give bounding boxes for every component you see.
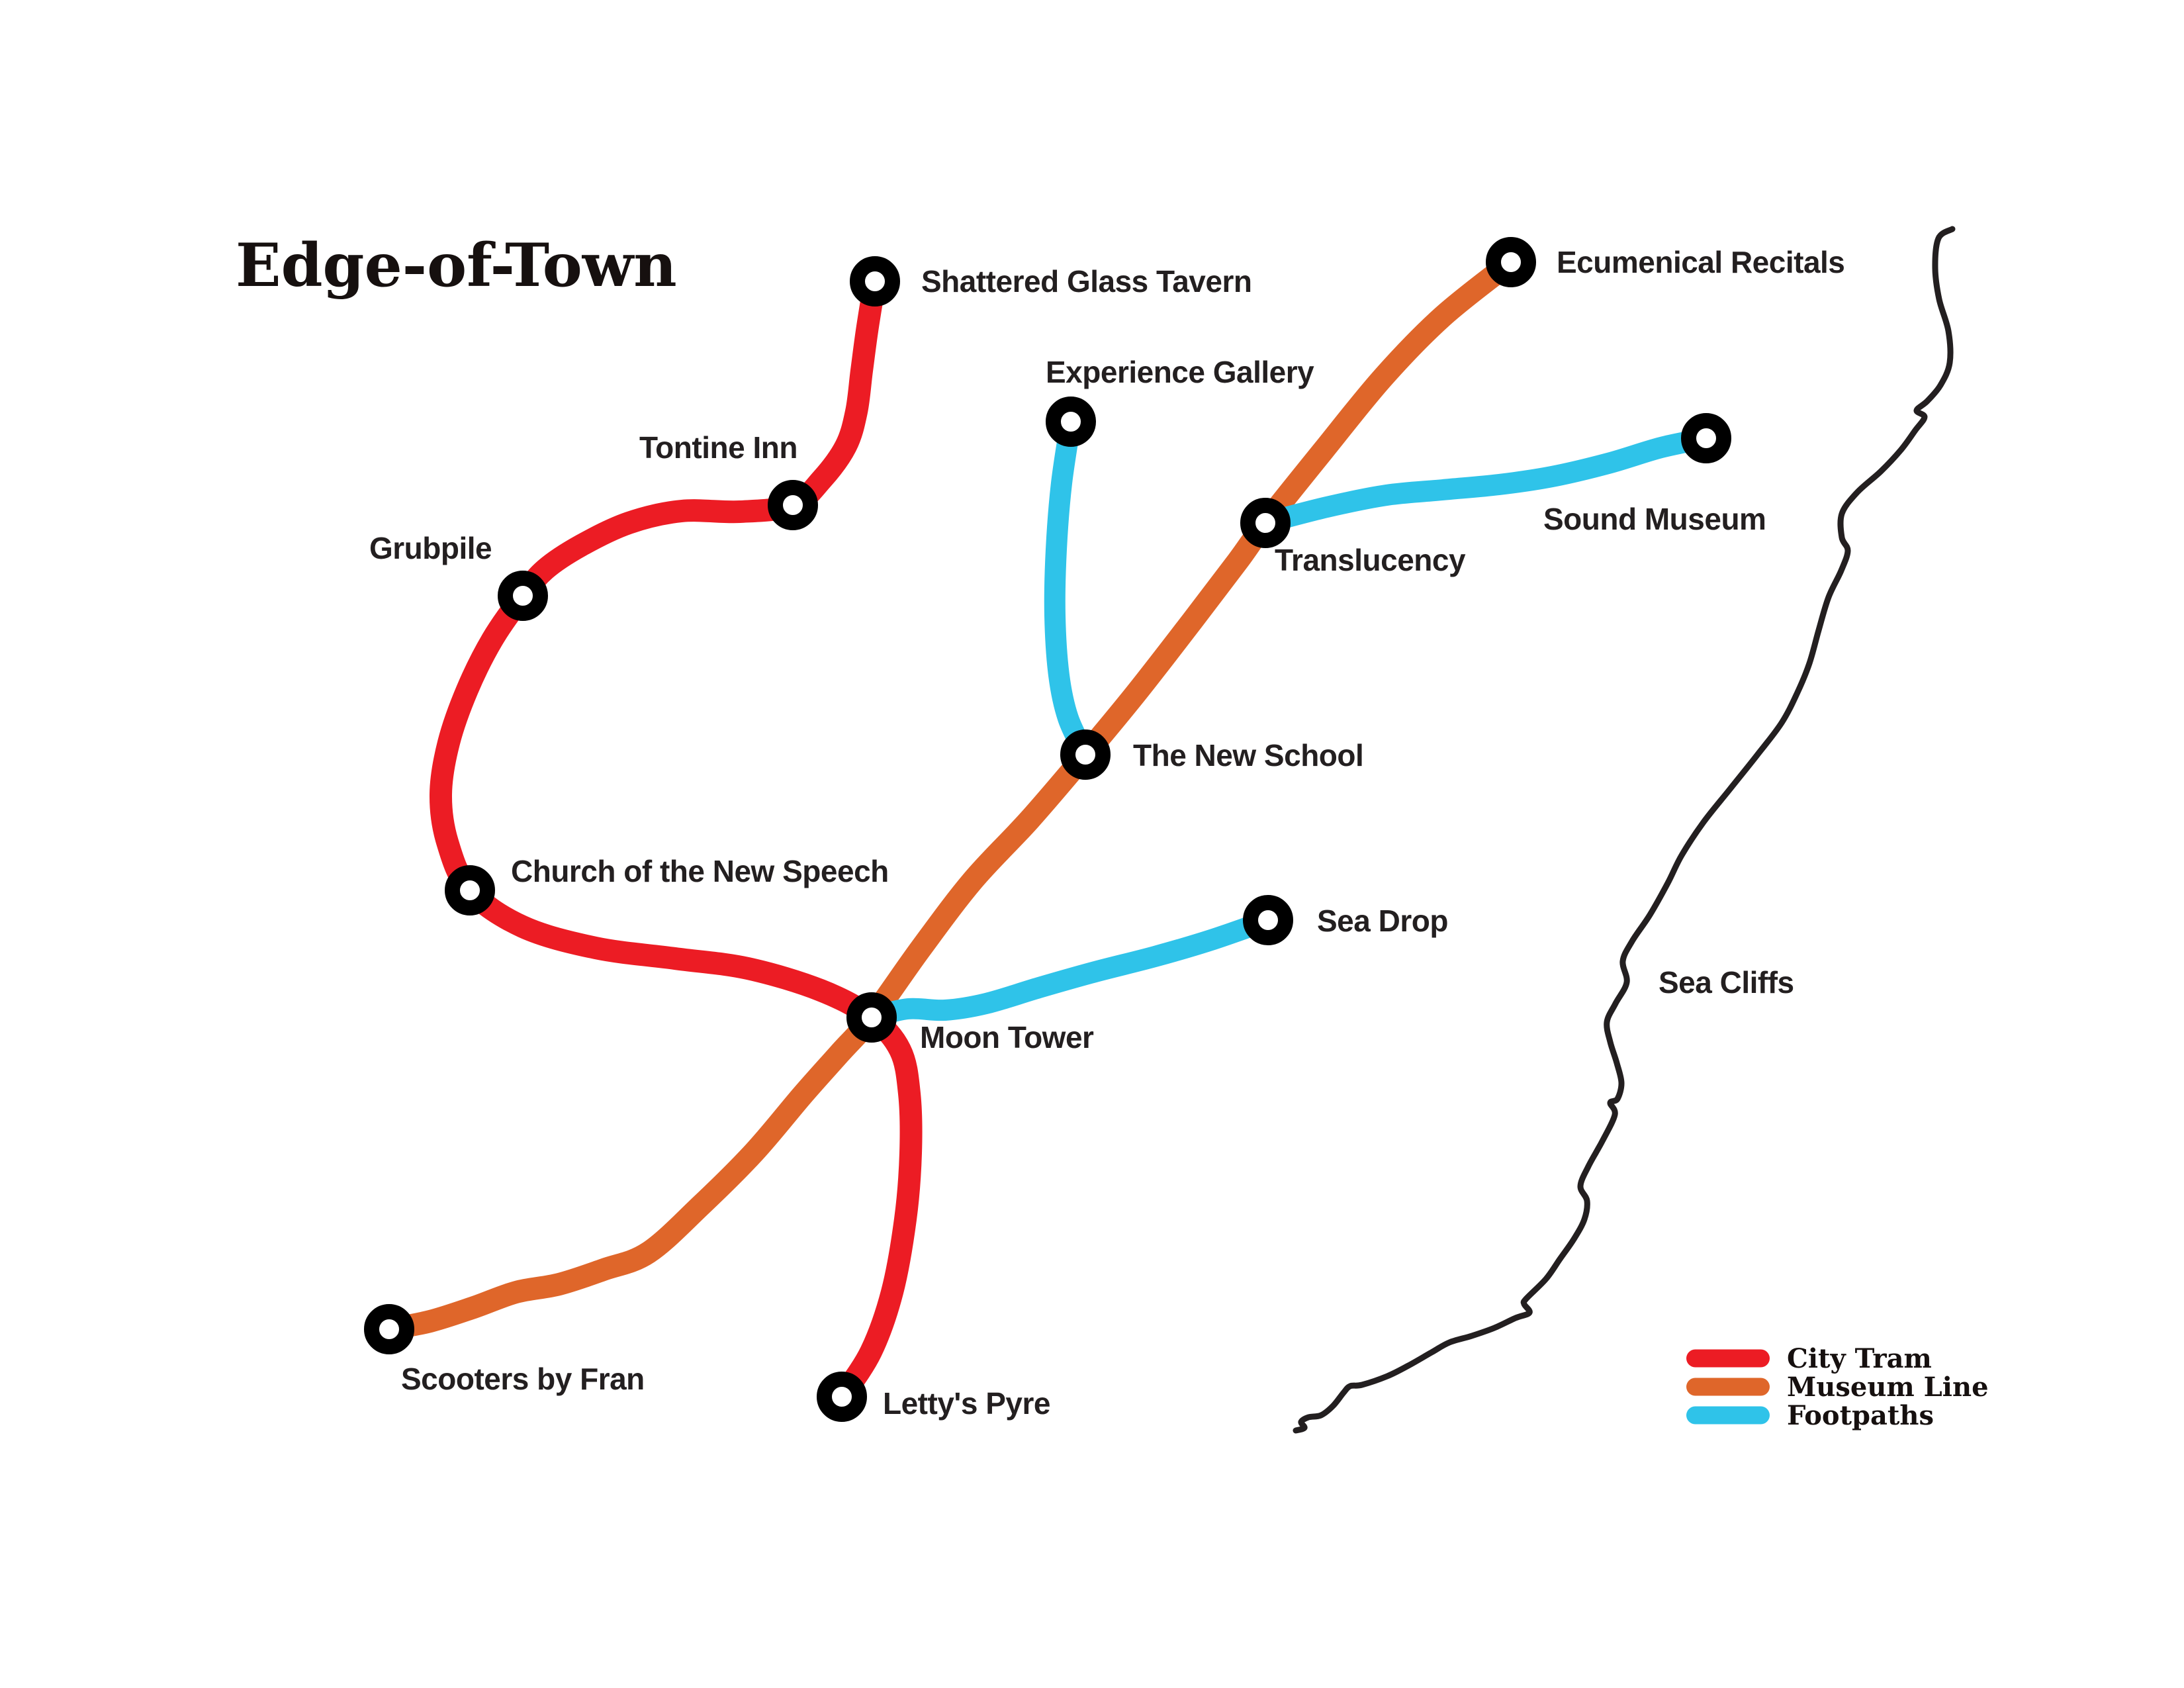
line-footpath-sound-museum xyxy=(1255,428,1717,534)
legend-swatch-footpath xyxy=(1686,1406,1770,1425)
coastline-layer xyxy=(1293,226,1956,1434)
station-label-moon-tower: Moon Tower xyxy=(920,1020,1094,1055)
transit-lines-layer xyxy=(378,251,1717,1408)
station-marker-sea-drop xyxy=(1243,895,1293,945)
station-marker-moon-tower xyxy=(846,992,897,1043)
station-marker-shattered-glass-tavern xyxy=(850,256,900,306)
legend-label-footpath: Footpaths xyxy=(1787,1400,1934,1431)
legend-label-museum: Museum Line xyxy=(1787,1372,1989,1403)
title-layer: Edge-of-Town xyxy=(236,230,677,301)
station-marker-translucency xyxy=(1240,498,1291,548)
line-footpath-experience-gallery xyxy=(1044,411,1096,765)
station-marker-ecumenical-recitals xyxy=(1486,237,1536,287)
station-marker-lettys-pyre xyxy=(817,1372,867,1422)
line-footpath-sea-drop xyxy=(861,910,1279,1028)
station-marker-scooters-by-fran xyxy=(364,1304,414,1354)
station-label-translucency: Translucency xyxy=(1275,543,1466,577)
map-title: Edge-of-Town xyxy=(236,230,677,301)
line-museum-line xyxy=(378,251,1522,1340)
annotation-sea-cliffs: Sea Cliffs xyxy=(1659,965,1794,1000)
station-marker-church-of-the-new-speech xyxy=(445,865,495,915)
labels-layer: Shattered Glass Tavern Ecumenical Recital… xyxy=(369,245,1845,1421)
station-label-scooters-by-fran: Scooters by Fran xyxy=(401,1362,645,1396)
station-marker-grubpile xyxy=(498,571,548,621)
station-marker-experience-gallery xyxy=(1046,397,1096,447)
station-label-the-new-school: The New School xyxy=(1133,738,1363,773)
station-label-sound-museum: Sound Museum xyxy=(1543,502,1766,536)
legend-label-tram: City Tram xyxy=(1787,1343,1932,1374)
station-label-ecumenical-recitals: Ecumenical Recitals xyxy=(1557,245,1844,279)
station-label-experience-gallery: Experience Gallery xyxy=(1046,355,1314,389)
station-marker-tontine-inn xyxy=(768,480,818,530)
station-label-grubpile: Grubpile xyxy=(369,531,492,565)
station-label-tontine-inn: Tontine Inn xyxy=(639,430,797,465)
station-label-lettys-pyre: Letty's Pyre xyxy=(883,1386,1050,1421)
station-label-shattered-glass-tavern: Shattered Glass Tavern xyxy=(921,264,1251,299)
legend-swatch-tram xyxy=(1686,1349,1770,1368)
station-label-sea-drop: Sea Drop xyxy=(1317,904,1448,938)
sea-cliffs-coastline xyxy=(1293,226,1956,1434)
stations-layer xyxy=(364,237,1731,1422)
station-marker-sound-museum xyxy=(1681,413,1731,463)
station-label-church-of-the-new-speech: Church of the New Speech xyxy=(511,854,889,888)
station-marker-the-new-school xyxy=(1060,729,1111,780)
legend-swatch-museum xyxy=(1686,1378,1770,1396)
